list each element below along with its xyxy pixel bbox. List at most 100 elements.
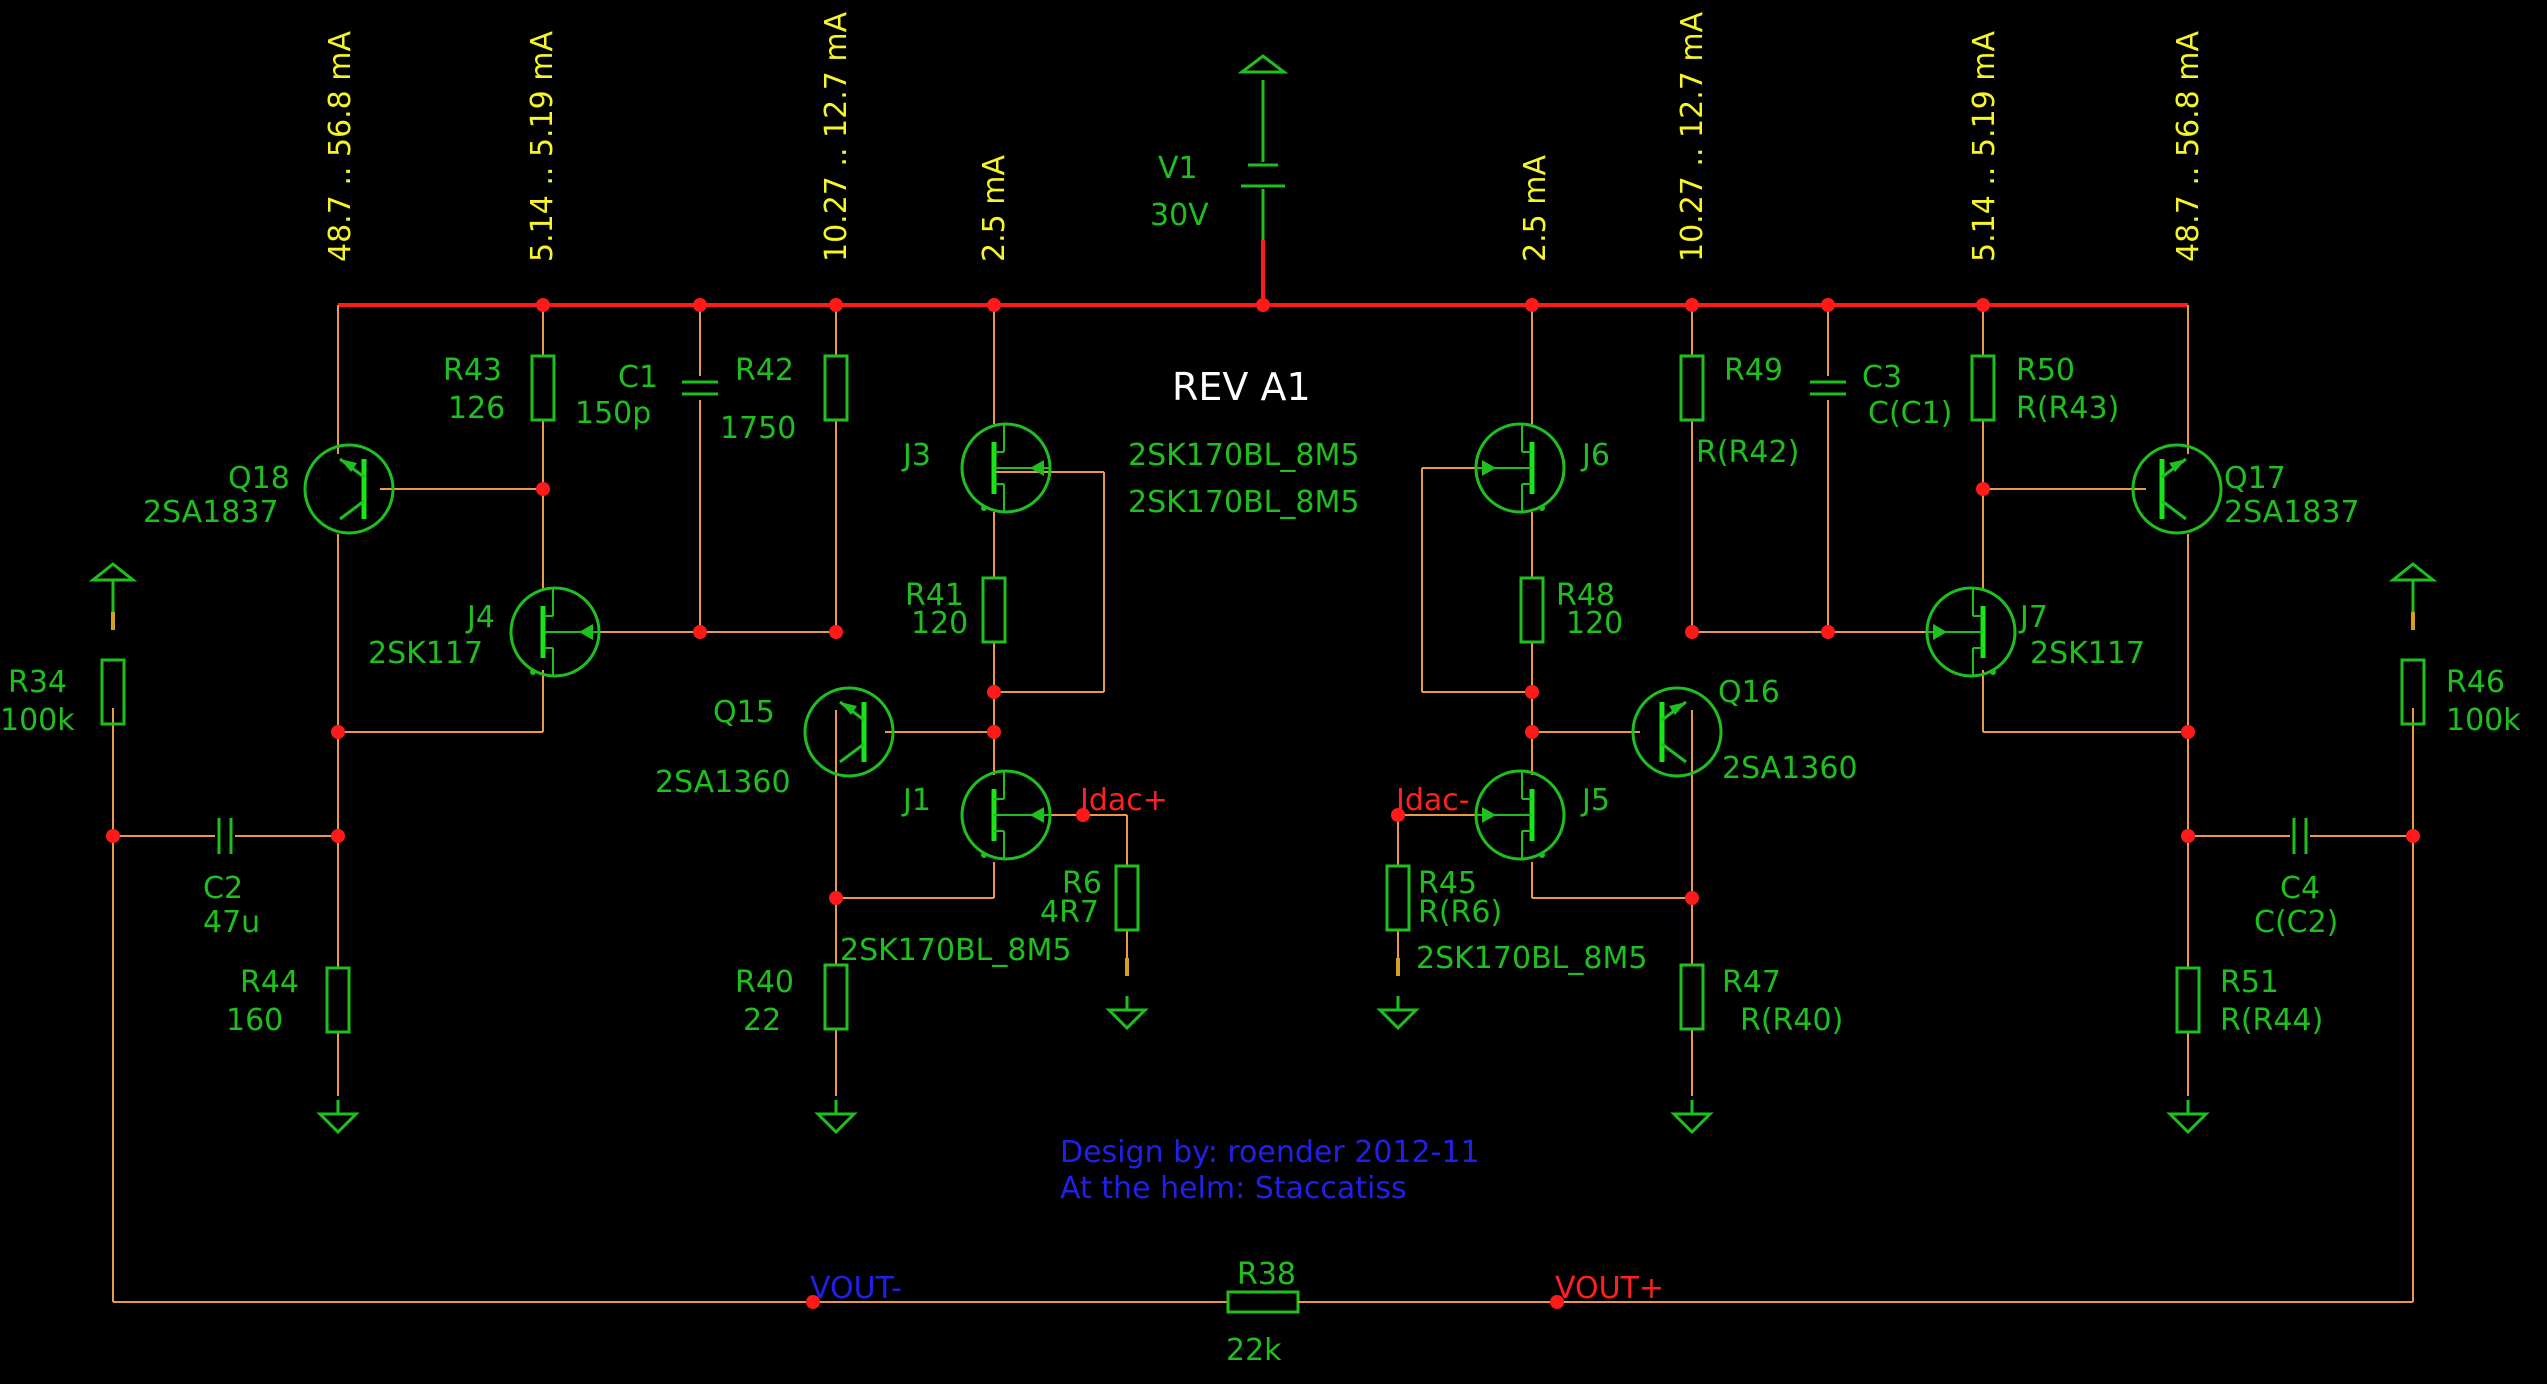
- resistor-r6: [1114, 864, 1140, 932]
- label-r50-value: R(R43): [2016, 391, 2119, 426]
- label-r45-value: R(R6): [1418, 895, 1502, 930]
- jfet-j6: [1476, 424, 1564, 512]
- resistor-r51: [2175, 966, 2201, 1034]
- label-r43-value: 126: [448, 391, 505, 426]
- current-label-j6: 2.5 mA: [1518, 155, 1553, 262]
- supply-terminal-icon: [2388, 562, 2438, 630]
- transistor-q17: [2133, 445, 2221, 533]
- label-j7-name: J7: [2018, 600, 2048, 635]
- ground-icon: [1378, 994, 1418, 1030]
- net-label-vout-plus: VOUT+: [1555, 1271, 1664, 1306]
- capacitor-c2: [217, 816, 233, 856]
- label-r38-value: 22k: [1226, 1333, 1282, 1368]
- label-c3-value: C(C1): [1868, 396, 1952, 431]
- resistor-r50: [1970, 354, 1996, 422]
- jfet-j5: [1476, 771, 1564, 859]
- pin-stubs: [1125, 958, 1400, 976]
- label-r51-name: R51: [2220, 965, 2279, 1000]
- label-r42-name: R42: [735, 353, 794, 388]
- transistor-q16: [1633, 688, 1721, 776]
- label-j3-value2: 2SK170BL_8M5: [1128, 485, 1359, 520]
- label-r46-name: R46: [2446, 665, 2505, 700]
- net-label-idac-minus: Idac-: [1396, 783, 1470, 818]
- label-r47-name: R47: [1722, 965, 1781, 1000]
- label-c4-name: C4: [2280, 871, 2320, 906]
- label-j1-value: 2SK170BL_8M5: [840, 933, 1071, 968]
- label-j4-value: 2SK117: [368, 636, 483, 671]
- resistor-r41: [981, 576, 1007, 644]
- net-label-idac-plus: Idac+: [1080, 783, 1168, 818]
- resistor-r49: [1679, 354, 1705, 422]
- transistor-q18: [305, 445, 393, 533]
- label-q18-value: 2SA1837: [143, 495, 279, 530]
- label-j1-name: J1: [901, 783, 931, 818]
- resistor-r47: [1679, 963, 1705, 1031]
- supply-rail: [338, 240, 2188, 307]
- label-r46-value: 100k: [2446, 703, 2521, 738]
- ground-icon: [1107, 994, 1147, 1030]
- supply-name: V1: [1158, 151, 1198, 186]
- capacitor-c3: [1808, 380, 1848, 396]
- label-r42-value: 1750: [720, 411, 796, 446]
- supply-battery-v1: [1237, 54, 1289, 240]
- label-r51-value: R(R44): [2220, 1003, 2323, 1038]
- label-r44-value: 160: [226, 1003, 283, 1038]
- supply-terminal-icon: [1237, 54, 1289, 74]
- current-label-q18: 48.7 .. 56.8 mA: [323, 31, 358, 262]
- jfet-j7: [1927, 588, 2015, 676]
- label-r6-value: 4R7: [1040, 895, 1099, 930]
- credit-helm: At the helm: Staccatiss: [1060, 1171, 1407, 1206]
- label-r47-value: R(R40): [1740, 1003, 1843, 1038]
- current-label-r50: 5.14 .. 5.19 mA: [1967, 31, 2002, 262]
- label-r44-name: R44: [240, 965, 299, 1000]
- current-label-r42: 10.27 .. 12.7 mA: [819, 11, 854, 262]
- label-r6-name: R6: [1062, 866, 1102, 901]
- label-j3-name: J3: [901, 438, 931, 473]
- ground-icon: [2168, 1098, 2208, 1134]
- current-label-q17: 48.7 .. 56.8 mA: [2171, 31, 2206, 262]
- label-c3-name: C3: [1862, 360, 1902, 395]
- supply-value: 30V: [1150, 198, 1209, 233]
- label-c2-name: C2: [203, 871, 243, 906]
- transistor-q15: [805, 688, 893, 776]
- label-q16-value: 2SA1360: [1722, 751, 1858, 786]
- label-j4-name: J4: [465, 600, 495, 635]
- label-j6-name: J6: [1580, 438, 1610, 473]
- label-r40-value: 22: [743, 1003, 781, 1038]
- capacitor-c1: [680, 380, 720, 396]
- label-r50-name: R50: [2016, 353, 2075, 388]
- jfet-j4: [511, 588, 599, 676]
- label-r34-value: 100k: [0, 703, 75, 738]
- label-q17-value: 2SA1837: [2224, 495, 2360, 530]
- label-r45-name: R45: [1418, 866, 1477, 901]
- jfet-j1: [962, 771, 1050, 859]
- label-r41-value: 120: [911, 606, 968, 641]
- label-c4-value: C(C2): [2254, 905, 2338, 940]
- label-q18-name: Q18: [228, 461, 290, 496]
- resistor-r40: [823, 963, 849, 1031]
- label-r38-name: R38: [1237, 1257, 1296, 1292]
- label-r49-name: R49: [1724, 353, 1783, 388]
- resistor-r48: [1519, 576, 1545, 644]
- resistor-r42: [823, 354, 849, 422]
- ground-icon: [318, 1098, 358, 1134]
- current-label-r49: 10.27 .. 12.7 mA: [1675, 11, 1710, 262]
- label-r34-name: R34: [8, 665, 67, 700]
- net-label-vout-minus: VOUT-: [810, 1271, 902, 1306]
- label-q17-name: Q17: [2224, 461, 2286, 496]
- left-wiring: [112, 305, 1198, 1303]
- label-r40-name: R40: [735, 965, 794, 1000]
- resistor-r45: [1385, 864, 1411, 932]
- label-q16-name: Q16: [1718, 675, 1780, 710]
- label-r48-value: 120: [1566, 606, 1623, 641]
- label-r48-name: R48: [1556, 578, 1615, 613]
- label-r49-value: R(R42): [1696, 435, 1799, 470]
- ground-icon: [1672, 1098, 1712, 1134]
- current-label-j3: 2.5 mA: [977, 155, 1012, 262]
- credit-designer: Design by: roender 2012-11: [1060, 1135, 1480, 1170]
- resistor-r43: [530, 354, 556, 422]
- junction-nodes: [106, 298, 2420, 1309]
- label-j5-value: 2SK170BL_8M5: [1416, 941, 1647, 976]
- label-q15-name: Q15: [713, 695, 775, 730]
